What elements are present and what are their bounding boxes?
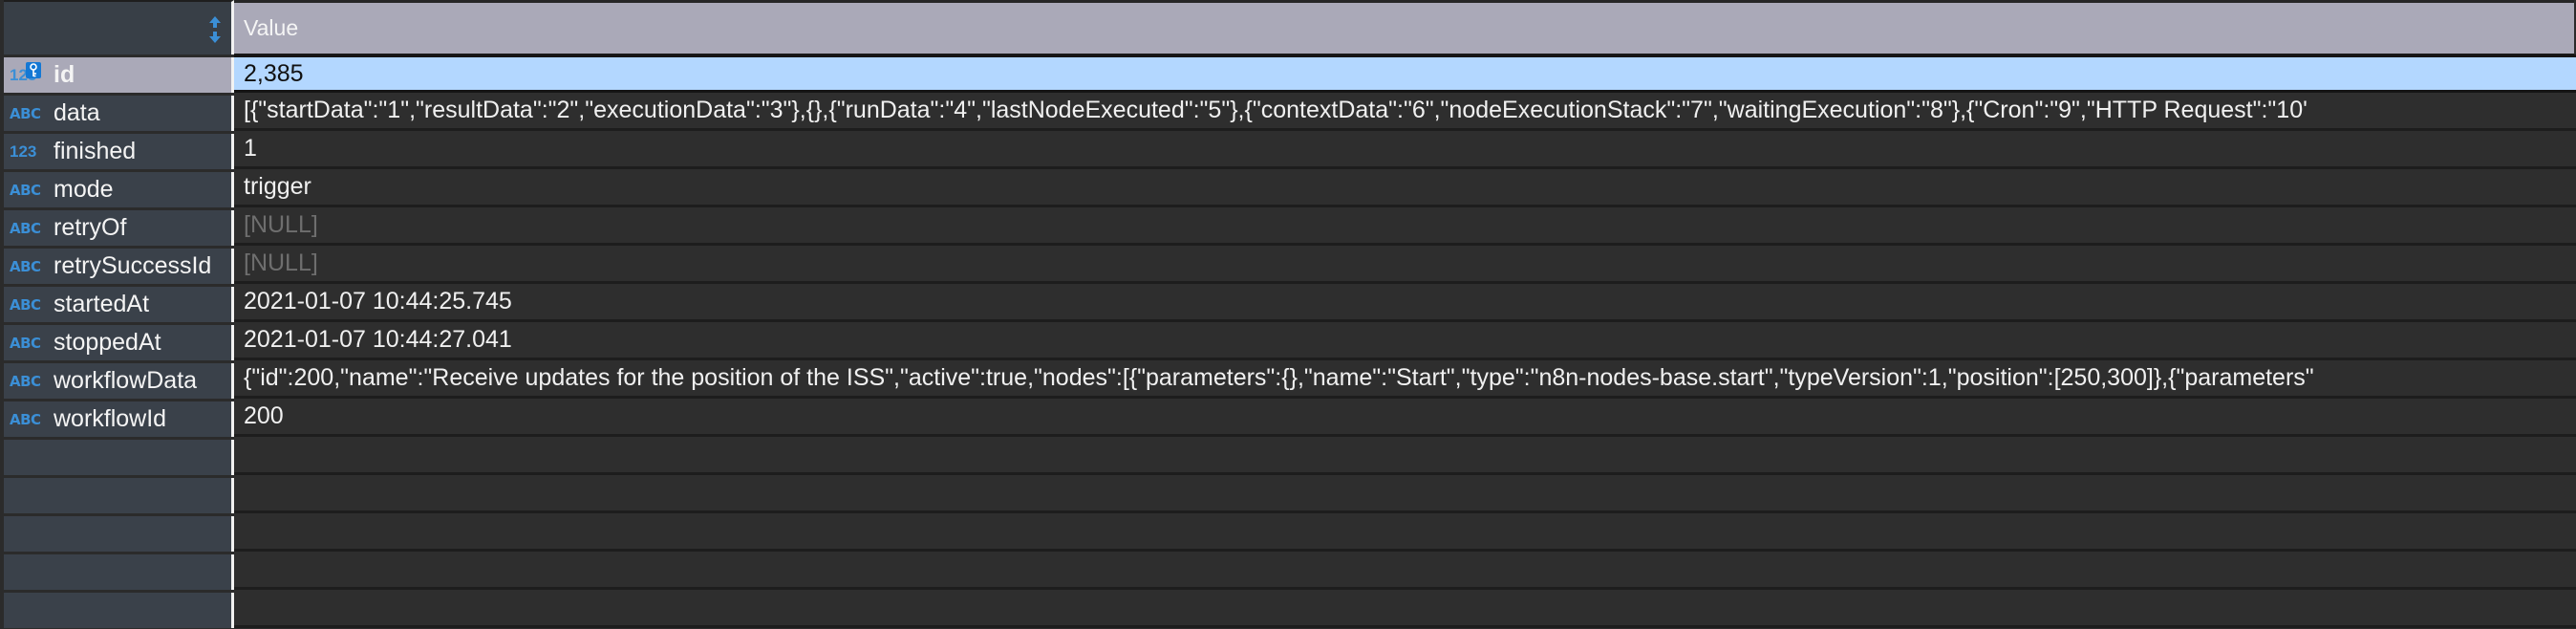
empty-value-cell xyxy=(234,552,2576,590)
table-row[interactable]: ABC stoppedAt 2021-01-07 10:44:27.041 xyxy=(0,322,2576,360)
empty-field-cell xyxy=(4,593,234,628)
empty-row xyxy=(0,590,2576,628)
value-cell[interactable]: trigger xyxy=(234,169,2576,207)
value-column-header[interactable]: Value xyxy=(234,0,2574,56)
table-row[interactable]: ABC workflowId 200 xyxy=(0,399,2576,437)
empty-field-cell xyxy=(4,440,234,475)
text-type-icon: ABC xyxy=(10,257,41,275)
value-cell[interactable]: [{"startData":"1","resultData":"2","exec… xyxy=(234,93,2576,131)
field-name: id xyxy=(54,61,75,88)
field-cell[interactable]: ABC startedAt xyxy=(4,287,234,322)
table-row[interactable]: ABC startedAt 2021-01-07 10:44:25.745 xyxy=(0,284,2576,322)
field-name: finished xyxy=(54,138,137,164)
number-type-icon: 123 xyxy=(10,141,37,161)
empty-row xyxy=(0,475,2576,513)
value-cell[interactable]: 2021-01-07 10:44:27.041 xyxy=(234,322,2576,360)
field-name: mode xyxy=(54,176,114,203)
empty-value-cell xyxy=(234,437,2576,475)
value-text: 2021-01-07 10:44:25.745 xyxy=(244,288,512,314)
field-cell[interactable]: ABC retrySuccessId xyxy=(4,249,234,284)
value-text: [NULL] xyxy=(244,249,318,276)
field-name: startedAt xyxy=(54,291,150,317)
table-row[interactable]: 123 finished 1 xyxy=(0,131,2576,169)
text-type-icon: ABC xyxy=(10,295,41,314)
sort-arrows-icon[interactable] xyxy=(208,15,222,44)
text-type-icon: ABC xyxy=(10,334,41,352)
value-text: 1 xyxy=(244,135,257,162)
table-row[interactable]: ABC retrySuccessId [NULL] xyxy=(0,246,2576,284)
table-row[interactable]: ABC workflowData {"id":200,"name":"Receive… xyxy=(0,360,2576,399)
value-cell[interactable]: 2021-01-07 10:44:25.745 xyxy=(234,284,2576,322)
table-row[interactable]: ABC retryOf [NULL] xyxy=(0,207,2576,246)
text-type-icon: ABC xyxy=(10,372,41,390)
value-text: [{"startData":"1","resultData":"2","exec… xyxy=(244,97,2308,123)
field-name: retryOf xyxy=(54,214,127,241)
empty-row xyxy=(0,437,2576,475)
field-cell[interactable]: ABC workflowId xyxy=(4,401,234,437)
field-name: data xyxy=(54,99,100,126)
empty-value-cell xyxy=(234,475,2576,513)
value-text: 2,385 xyxy=(244,59,304,87)
value-text: [NULL] xyxy=(244,211,318,238)
value-text: trigger xyxy=(244,173,311,200)
text-type-icon: ABC xyxy=(10,181,41,199)
value-cell[interactable]: 200 xyxy=(234,399,2576,437)
value-cell[interactable]: {"id":200,"name":"Receive updates for th… xyxy=(234,360,2576,399)
field-name: workflowId xyxy=(54,405,167,432)
text-type-icon: ABC xyxy=(10,219,41,237)
field-cell[interactable]: 123 finished xyxy=(4,134,234,169)
value-cell[interactable]: 1 xyxy=(234,131,2576,169)
field-cell[interactable]: ABC mode xyxy=(4,172,234,207)
empty-value-cell xyxy=(234,590,2576,628)
table-row[interactable]: ABC mode trigger xyxy=(0,169,2576,207)
field-cell[interactable]: ABC workflowData xyxy=(4,363,234,399)
grid-header: Value xyxy=(0,0,2576,56)
value-cell[interactable]: [NULL] xyxy=(234,207,2576,246)
empty-field-cell xyxy=(4,478,234,513)
value-text: 2021-01-07 10:44:27.041 xyxy=(244,326,512,353)
field-cell[interactable]: ABC retryOf xyxy=(4,210,234,246)
text-type-icon: ABC xyxy=(10,410,41,428)
table-row[interactable]: ABC data [{"startData":"1","resultData":"2… xyxy=(0,93,2576,131)
field-name: retrySuccessId xyxy=(54,252,212,279)
value-text: {"id":200,"name":"Receive updates for th… xyxy=(244,364,2314,391)
field-name: stoppedAt xyxy=(54,329,161,356)
value-text: 200 xyxy=(244,402,284,429)
field-name: workflowData xyxy=(54,367,198,394)
field-column-header[interactable] xyxy=(4,0,234,54)
primary-key-icon xyxy=(26,62,41,78)
empty-field-cell xyxy=(4,554,234,590)
value-cell[interactable]: [NULL] xyxy=(234,246,2576,284)
field-cell[interactable]: ABC stoppedAt xyxy=(4,325,234,360)
empty-row xyxy=(0,552,2576,590)
value-cell[interactable]: 2,385 xyxy=(234,54,2576,93)
text-type-icon: ABC xyxy=(10,104,41,122)
empty-value-cell xyxy=(234,513,2576,552)
empty-row xyxy=(0,513,2576,552)
field-cell[interactable]: ABC data xyxy=(4,96,234,131)
empty-field-cell xyxy=(4,516,234,552)
